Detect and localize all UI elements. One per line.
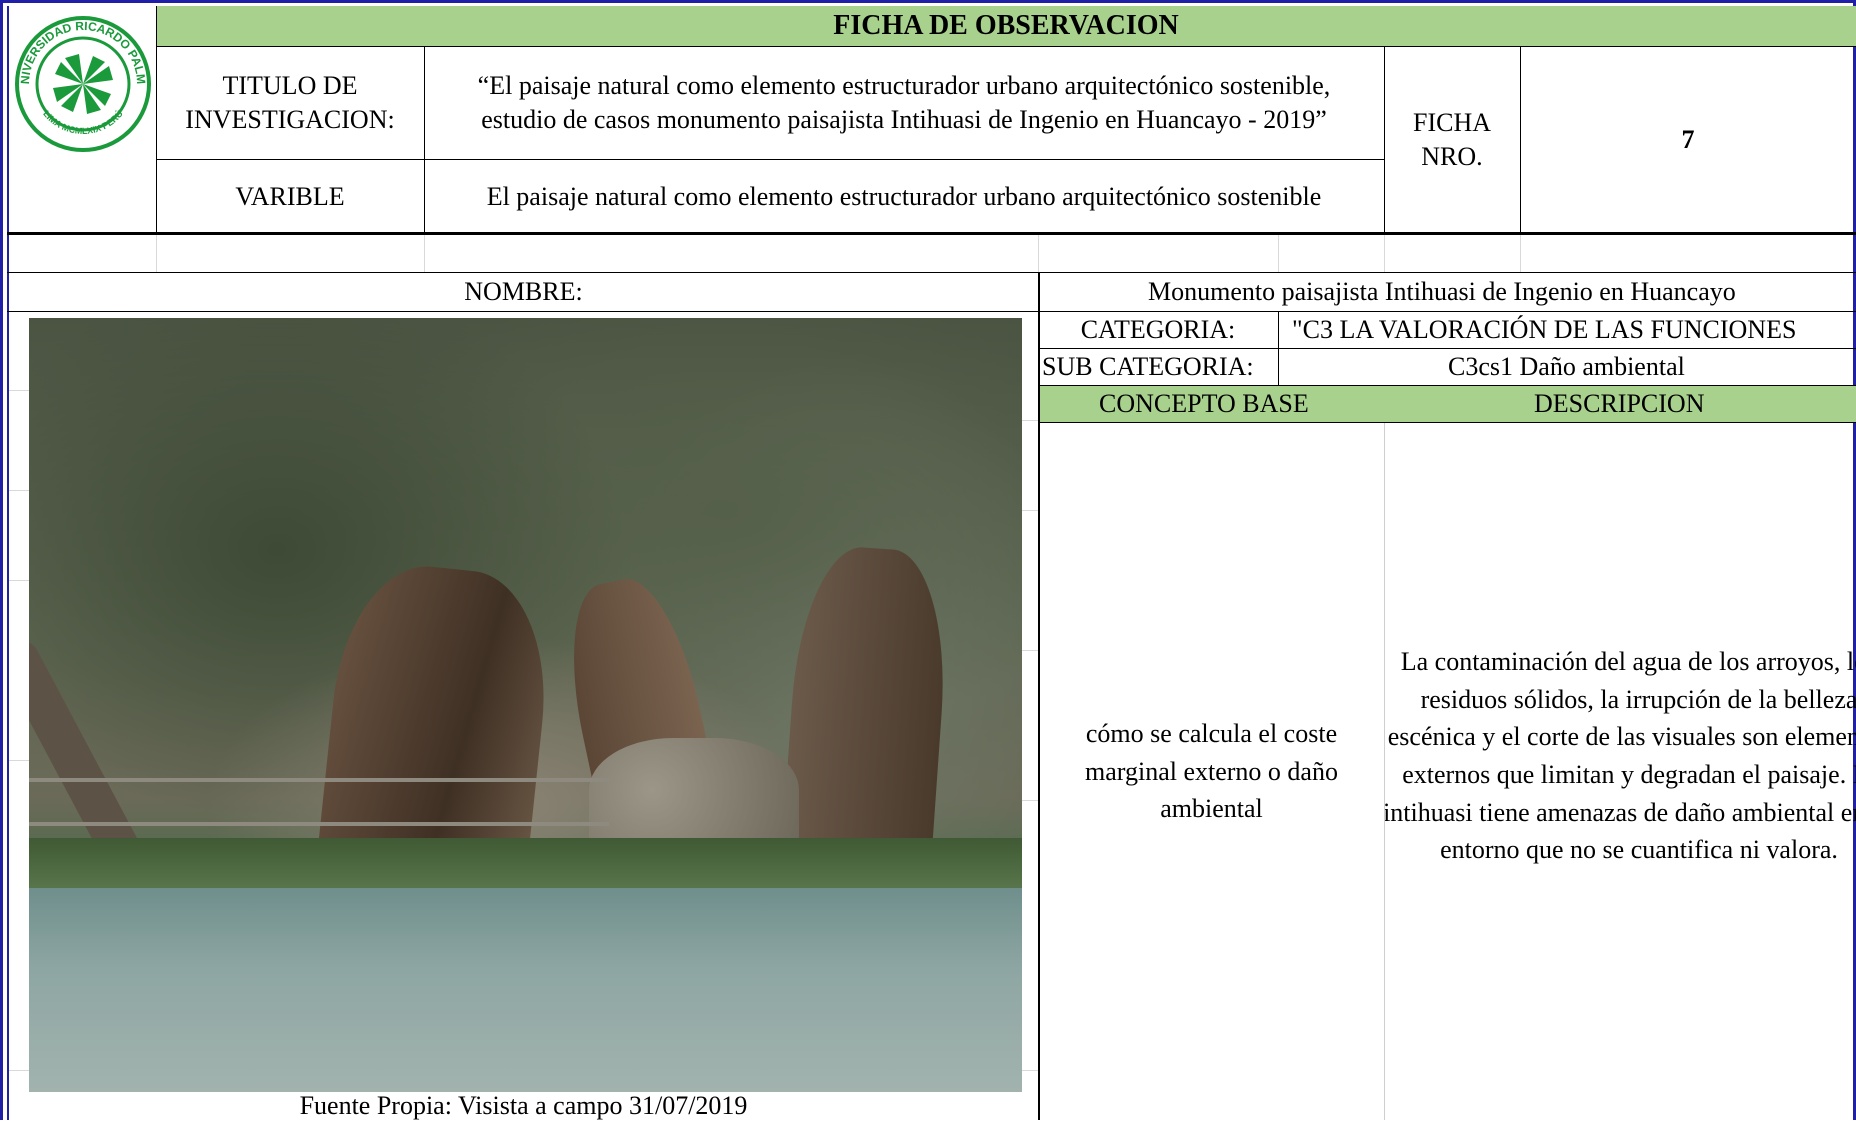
header-border — [1520, 46, 1521, 234]
subcategoria-value-cell: C3cs1 Daño ambiental — [1278, 349, 1856, 385]
nombre-value: Monumento paisajista Intihuasi de Ingeni… — [1148, 277, 1736, 307]
header-border — [1384, 46, 1385, 234]
grid-line — [1038, 235, 1039, 272]
descripcion-text: La contaminación del agua de los arroyos… — [1385, 647, 1856, 865]
table-border — [7, 272, 1856, 273]
ficha-value-cell: 7 — [1520, 46, 1856, 234]
photo-caption: Fuente Propia: Visista a campo 31/07/201… — [299, 1091, 748, 1121]
nombre-label: NOMBRE: — [464, 277, 583, 307]
photo-fence — [29, 778, 609, 826]
categoria-label: CATEGORIA: — [1080, 315, 1236, 345]
titulo-label-cell: TITULO DE INVESTIGACION: — [156, 46, 424, 159]
titulo-value-cell: “El paisaje natural como elemento estruc… — [424, 46, 1384, 159]
logo-cell: UNIVERSIDAD RICARDO PALMA LIMA MCMLXIX P… — [9, 6, 156, 234]
ficha-number: 7 — [1681, 125, 1695, 154]
categoria-value-cell: "C3 LA VALORACIÓN DE LAS FUNCIONES — [1278, 312, 1856, 348]
nombre-label-cell: NOMBRE: — [9, 273, 1038, 311]
form-title: FICHA DE OBSERVACION — [833, 10, 1179, 41]
variable-label-cell: VARIBLE — [156, 159, 424, 234]
grid-line — [9, 390, 31, 391]
descripcion-cell: La contaminación del agua de los arroyos… — [1385, 423, 1856, 1120]
subcategoria-value: C3cs1 Daño ambiental — [1448, 352, 1685, 382]
university-logo: UNIVERSIDAD RICARDO PALMA LIMA MCMLXIX P… — [13, 14, 151, 152]
site-photo — [29, 318, 1022, 1092]
grid-line — [1022, 650, 1038, 651]
table-border — [7, 311, 1856, 312]
table-border — [1038, 422, 1856, 423]
variable-value-cell: El paisaje natural como elemento estruct… — [424, 159, 1384, 234]
concepto-header-cell: CONCEPTO BASE — [1039, 386, 1384, 422]
nombre-value-cell: Monumento paisajista Intihuasi de Ingeni… — [1038, 273, 1856, 311]
header-border — [156, 46, 1856, 47]
subcategoria-label-cell: SUB CATEGORIA: — [1038, 349, 1278, 385]
header-border — [156, 159, 1384, 160]
categoria-label-cell: CATEGORIA: — [1038, 312, 1278, 348]
grid-line — [1022, 800, 1038, 801]
table-border — [1038, 348, 1856, 349]
grid-line — [1022, 420, 1038, 421]
titulo-label: TITULO DE INVESTIGACION: — [185, 70, 395, 134]
header-border — [7, 232, 1856, 235]
grid-line — [1384, 423, 1385, 1120]
frame-left-inner — [7, 6, 9, 1120]
ficha-label-cell: FICHA NRO. — [1384, 46, 1520, 234]
grid-line — [9, 760, 31, 761]
concepto-cell: cómo se calcula el coste marginal extern… — [1039, 423, 1384, 1120]
header-border — [424, 46, 425, 234]
grid-line — [156, 235, 157, 272]
subcategoria-label: SUB CATEGORIA: — [1042, 352, 1254, 382]
table-border — [1038, 385, 1856, 386]
table-border — [1278, 312, 1279, 385]
grid-line — [1384, 235, 1385, 272]
photo-water — [29, 888, 1022, 1092]
grid-line — [1278, 235, 1279, 272]
descripcion-header: DESCRIPCION — [1534, 389, 1705, 419]
ficha-label: FICHA NRO. — [1412, 108, 1491, 171]
concepto-header: CONCEPTO BASE — [1099, 389, 1309, 419]
concepto-text: cómo se calcula el coste marginal extern… — [1085, 718, 1338, 824]
variable-label: VARIBLE — [235, 181, 345, 211]
grid-line — [424, 235, 425, 272]
header-border — [156, 6, 157, 234]
grid-line — [9, 490, 31, 491]
photo-caption-cell: Fuente Propia: Visista a campo 31/07/201… — [9, 1091, 1038, 1121]
descripcion-header-cell: DESCRIPCION — [1384, 386, 1856, 422]
form-title-bar: FICHA DE OBSERVACION — [156, 6, 1856, 46]
grid-line — [1022, 510, 1038, 511]
titulo-value: “El paisaje natural como elemento estruc… — [477, 70, 1331, 134]
grid-line — [9, 580, 31, 581]
variable-value: El paisaje natural como elemento estruct… — [486, 181, 1322, 211]
categoria-value: "C3 LA VALORACIÓN DE LAS FUNCIONES — [1292, 315, 1797, 345]
grid-line — [1520, 235, 1521, 272]
table-border — [1038, 273, 1040, 1120]
